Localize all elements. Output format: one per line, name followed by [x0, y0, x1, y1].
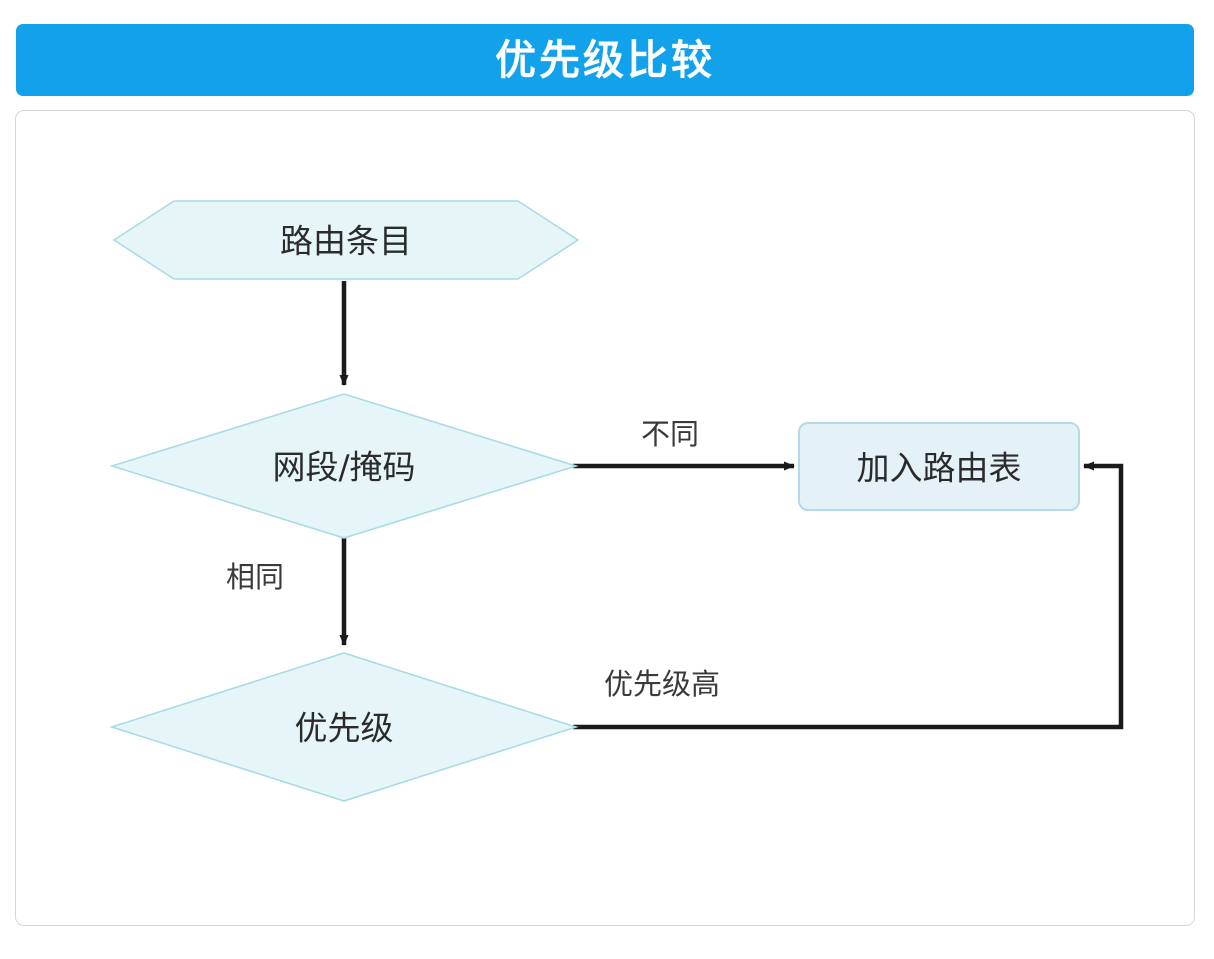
- edge-label-different: 不同: [641, 417, 699, 451]
- node-label-priority: 优先级: [295, 709, 394, 748]
- diamond-shape: [109, 652, 579, 802]
- node-network-mask[interactable]: 网段/掩码: [109, 393, 579, 539]
- edge-path: [573, 461, 1124, 730]
- edge-label-same: 相同: [226, 560, 284, 594]
- flowchart-svg: 不同 相同 优先级高 路由条目 网段/掩码 优先级: [109, 200, 1124, 802]
- edge-mask-different: 不同: [573, 417, 795, 471]
- edge-label-priority-high: 优先级高: [604, 667, 720, 701]
- diamond-shape: [109, 393, 579, 539]
- node-priority[interactable]: 优先级: [109, 652, 579, 802]
- edge-mask-same: 相同: [226, 538, 349, 646]
- node-label-add-to-table: 加入路由表: [857, 449, 1022, 488]
- edge-priority-high: 优先级高: [573, 461, 1124, 730]
- node-label-network-mask: 网段/掩码: [272, 448, 415, 487]
- page-title-banner: 优先级比较: [16, 24, 1194, 96]
- node-label-route-entry: 路由条目: [280, 222, 412, 261]
- diagram-container: 不同 相同 优先级高 路由条目 网段/掩码 优先级: [15, 110, 1195, 926]
- rounded-rect-shape: [798, 422, 1080, 511]
- page-title: 优先级比较: [495, 35, 715, 84]
- node-route-entry[interactable]: 路由条目: [112, 200, 580, 280]
- hexagon-shape: [112, 200, 580, 280]
- node-add-to-table[interactable]: 加入路由表: [798, 422, 1080, 511]
